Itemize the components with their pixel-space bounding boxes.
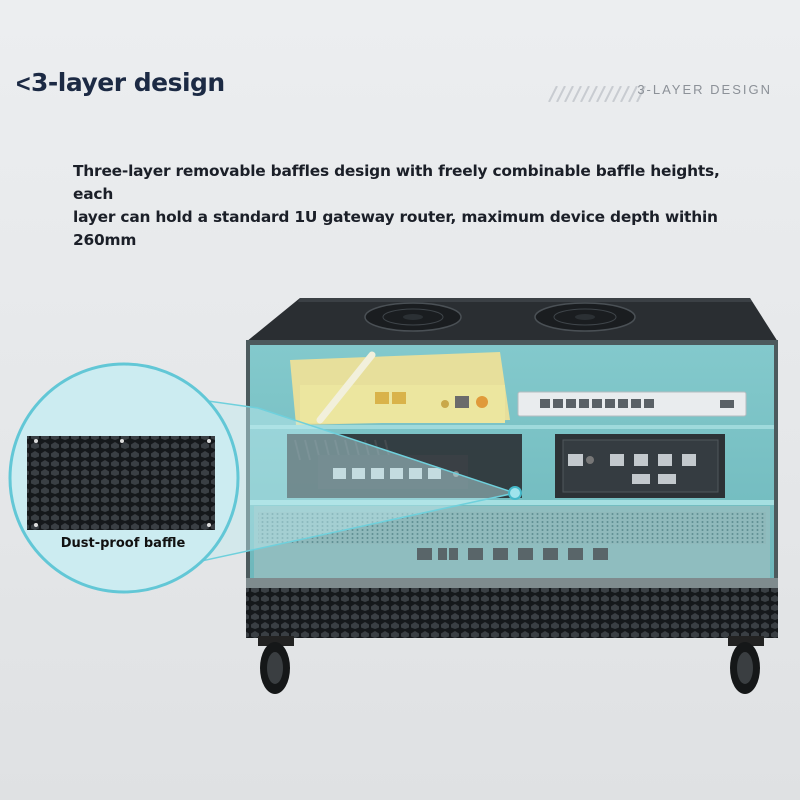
dust-proof-baffle-callout	[8, 362, 240, 594]
mini-router-device	[290, 351, 510, 425]
caster-wheel-icon	[728, 636, 764, 694]
rack-router-device	[254, 506, 770, 578]
fan-icon	[534, 302, 636, 332]
fan-icon	[364, 302, 462, 332]
description-line-2: layer can hold a standard 1U gateway rou…	[73, 208, 718, 249]
switch-device	[517, 391, 747, 417]
page-title-text: 3-layer design	[31, 68, 225, 97]
honeycomb-vent-panel	[246, 588, 778, 638]
callout-anchor-dot	[508, 486, 522, 500]
page-title: 3-layer design	[31, 68, 225, 97]
caster-wheel-icon	[258, 636, 294, 694]
cabinet-base-rail	[246, 578, 778, 588]
description-line-1: Three-layer removable baffles design wit…	[73, 162, 720, 203]
cabinet-top-panel	[246, 298, 778, 342]
shelf-divider	[250, 425, 774, 429]
shelf-divider	[250, 500, 774, 505]
gateway-device	[555, 434, 725, 498]
corner-section-label: 3-LAYER DESIGN	[637, 82, 772, 97]
decorative-stripes	[548, 86, 646, 102]
chevron-left-icon: <	[16, 70, 31, 98]
fanless-mini-router-device	[287, 434, 522, 498]
callout-label: Dust-proof baffle	[60, 536, 186, 551]
feature-description: Three-layer removable baffles design wit…	[73, 160, 753, 252]
